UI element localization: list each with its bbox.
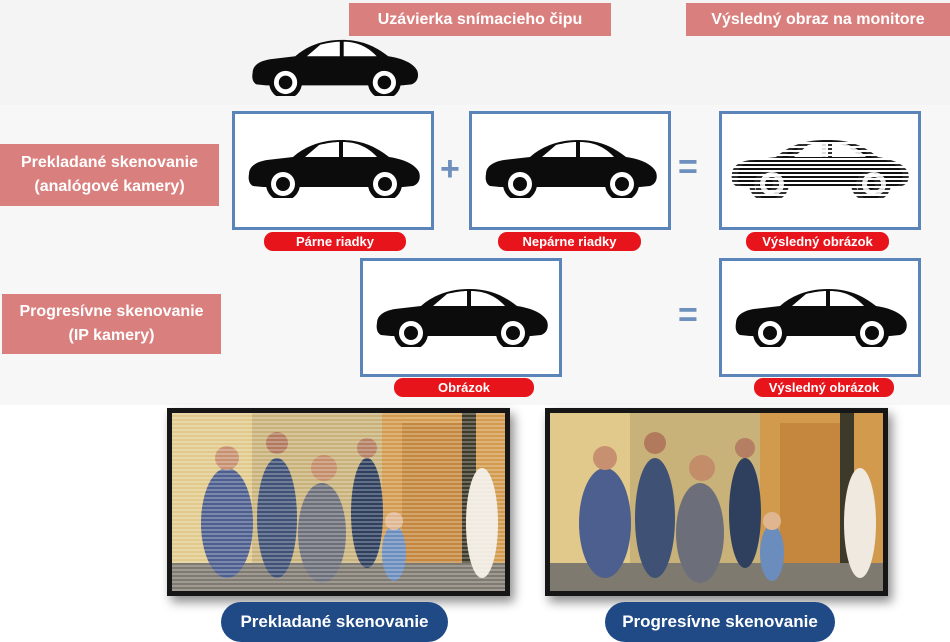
car-icon bbox=[248, 140, 420, 198]
frame-odd-lines bbox=[469, 111, 671, 230]
frame-progressive-image bbox=[360, 258, 562, 377]
label-progressive-result: Výsledný obrázok bbox=[754, 378, 894, 397]
header-shutter: Uzávierka snímacieho čipu bbox=[349, 3, 611, 36]
header-result: Výsledný obraz na monitore bbox=[686, 3, 950, 36]
row-label-progressive: Progresívne skenovanie (IP kamery) bbox=[2, 294, 221, 354]
frame-even-lines bbox=[232, 111, 434, 230]
photo-progressive bbox=[545, 408, 888, 596]
caption-progressive: Progresívne skenovanie bbox=[605, 602, 835, 642]
header-shutter-text: Uzávierka snímacieho čipu bbox=[377, 10, 583, 28]
frame-interlaced-result bbox=[719, 111, 921, 230]
label-even-lines: Párne riadky bbox=[264, 232, 406, 251]
row-label-interlaced-line2: (analógové kamery) bbox=[34, 178, 185, 195]
frame-progressive-result bbox=[719, 258, 921, 377]
car-icon bbox=[242, 34, 426, 96]
equals-operator-interlaced: = bbox=[678, 148, 698, 186]
row-label-interlaced-line1: Prekladané skenovanie bbox=[21, 154, 198, 171]
car-icon bbox=[722, 114, 918, 227]
row-label-progressive-line1: Progresívne skenovanie bbox=[19, 303, 204, 320]
equals-operator-progressive: = bbox=[678, 296, 698, 334]
label-interlaced-result: Výsledný obrázok bbox=[746, 232, 889, 251]
street-scene-progressive bbox=[550, 413, 883, 591]
label-progressive-image: Obrázok bbox=[394, 378, 534, 397]
car-icon bbox=[376, 289, 548, 347]
photo-interlaced bbox=[167, 408, 510, 596]
caption-interlaced: Prekladané skenovanie bbox=[221, 602, 448, 642]
plus-operator: + bbox=[440, 150, 460, 188]
header-result-text: Výsledný obraz na monitore bbox=[711, 10, 925, 28]
row-label-progressive-line2: (IP kamery) bbox=[68, 327, 155, 344]
car-icon bbox=[485, 140, 657, 198]
car-icon bbox=[735, 289, 907, 347]
street-scene-interlaced bbox=[172, 413, 505, 591]
row-label-interlaced: Prekladané skenovanie (analógové kamery) bbox=[0, 144, 219, 206]
label-odd-lines: Nepárne riadky bbox=[498, 232, 641, 251]
